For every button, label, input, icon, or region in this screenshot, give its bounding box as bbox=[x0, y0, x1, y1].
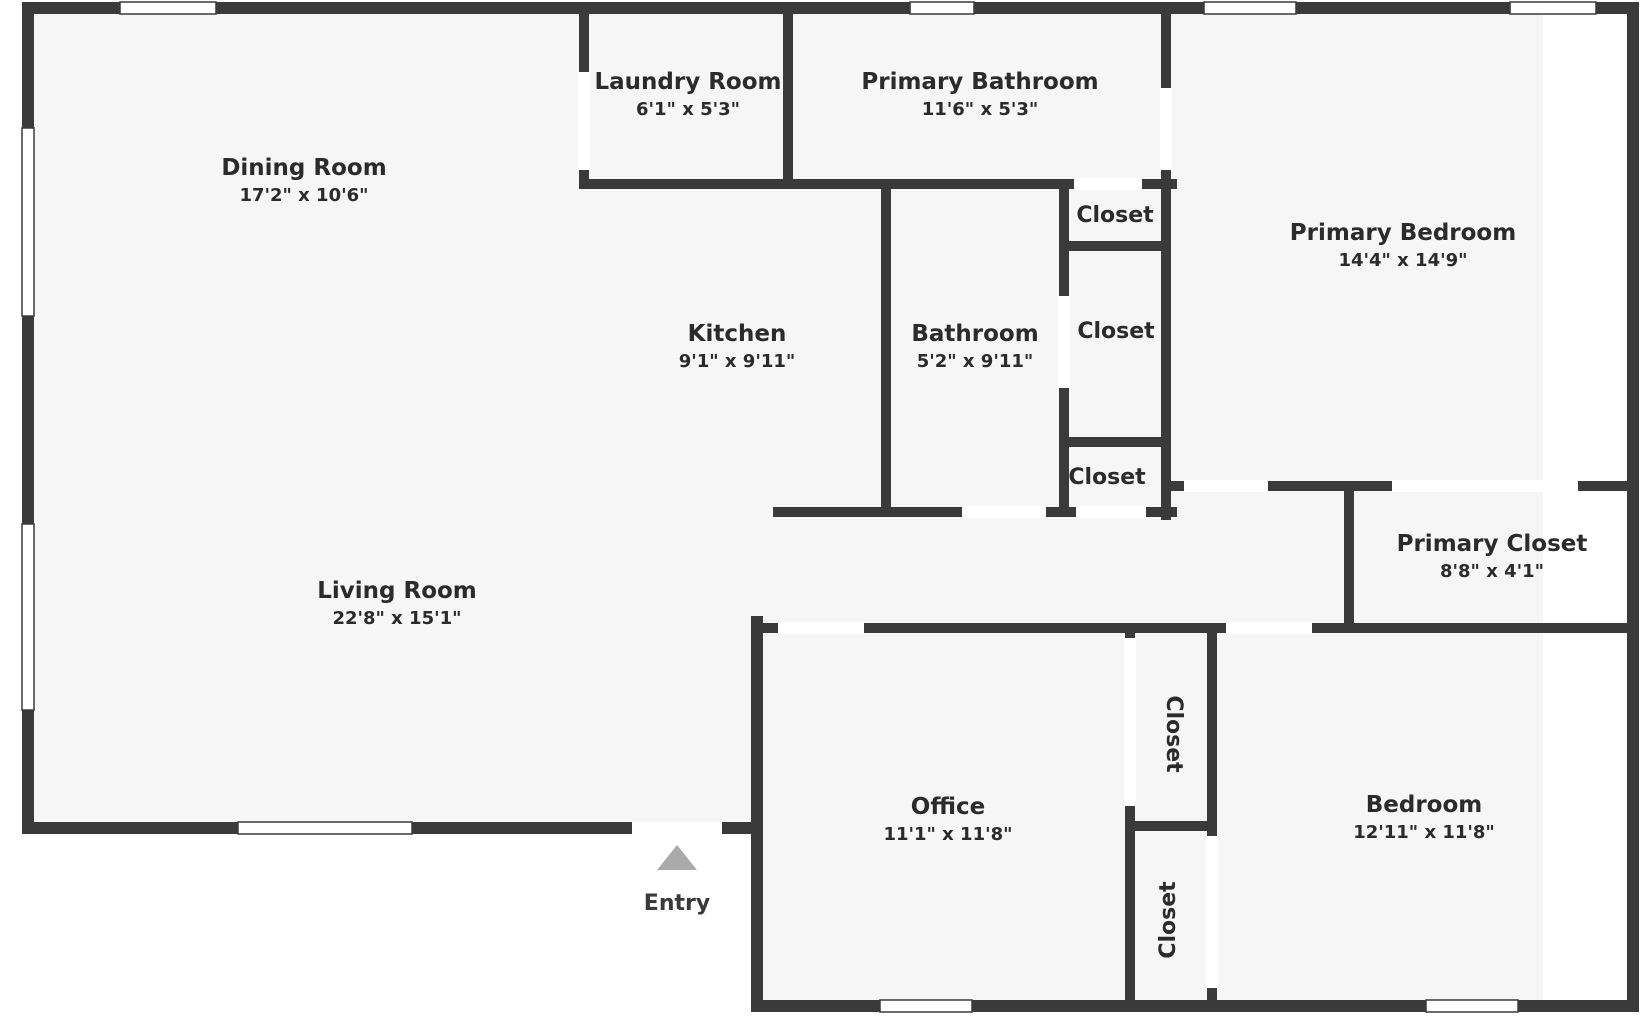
room-name-primary-closet: Primary Closet bbox=[1397, 531, 1588, 557]
window-bottom-office bbox=[879, 999, 973, 1013]
room-name-office: Office bbox=[911, 794, 985, 820]
door-closet-4 bbox=[1124, 638, 1136, 806]
door-office bbox=[778, 622, 864, 634]
door-bathroom bbox=[962, 506, 1046, 518]
closet-label-1: Closet bbox=[1076, 203, 1154, 228]
door-primary-bed bbox=[1184, 480, 1268, 492]
room-name-bathroom: Bathroom bbox=[911, 321, 1038, 347]
room-name-dining: Dining Room bbox=[221, 155, 386, 181]
room-name-laundry: Laundry Room bbox=[594, 69, 781, 95]
closet-label-5: Closet bbox=[1156, 881, 1181, 959]
door-closet-5 bbox=[1206, 836, 1218, 988]
door-primary-bath bbox=[1160, 88, 1172, 170]
room-labels: Dining Room 17'2" x 10'6" Laundry Room 6… bbox=[221, 69, 1587, 959]
closet-label-2: Closet bbox=[1077, 319, 1155, 344]
room-name-primary-bath: Primary Bathroom bbox=[861, 69, 1098, 95]
room-dim-bathroom: 5'2" x 9'11" bbox=[917, 351, 1034, 372]
room-dim-primary-bed: 14'4" x 14'9" bbox=[1338, 250, 1467, 271]
door-entry bbox=[632, 822, 722, 834]
room-dim-living: 22'8" x 15'1" bbox=[332, 608, 461, 629]
room-name-kitchen: Kitchen bbox=[688, 321, 787, 347]
door-bedroom bbox=[1226, 622, 1312, 634]
door-closet-3 bbox=[1076, 506, 1146, 518]
door-openings bbox=[578, 72, 1578, 988]
door-closet-1 bbox=[1074, 178, 1142, 190]
door-primary-closet bbox=[1392, 480, 1578, 492]
door-laundry bbox=[578, 72, 590, 170]
entry-label: Entry bbox=[644, 891, 710, 916]
window-bottom-living bbox=[237, 821, 413, 835]
room-dim-laundry: 6'1" x 5'3" bbox=[636, 99, 740, 120]
windows bbox=[21, 1, 1597, 1013]
closet-label-4: Closet bbox=[1161, 695, 1186, 773]
door-closet-2 bbox=[1058, 296, 1070, 388]
room-dim-primary-closet: 8'8" x 4'1" bbox=[1440, 561, 1544, 582]
window-left-living bbox=[21, 523, 35, 711]
room-dim-kitchen: 9'1" x 9'11" bbox=[679, 351, 796, 372]
closet-label-3: Closet bbox=[1068, 465, 1146, 490]
window-bottom-bedroom bbox=[1425, 999, 1519, 1013]
window-top-dining bbox=[119, 1, 217, 15]
room-dim-office: 11'1" x 11'8" bbox=[883, 824, 1012, 845]
room-name-living: Living Room bbox=[317, 578, 477, 604]
window-top-primary-bath bbox=[909, 1, 975, 15]
triangle-up-icon bbox=[657, 845, 697, 870]
room-dim-primary-bath: 11'6" x 5'3" bbox=[922, 99, 1039, 120]
room-name-bedroom: Bedroom bbox=[1366, 792, 1483, 818]
room-dim-dining: 17'2" x 10'6" bbox=[239, 185, 368, 206]
window-left-dining bbox=[21, 127, 35, 317]
window-top-primary-bed-1 bbox=[1203, 1, 1297, 15]
room-dim-bedroom: 12'11" x 11'8" bbox=[1353, 822, 1495, 843]
room-name-primary-bed: Primary Bedroom bbox=[1290, 220, 1516, 246]
window-top-primary-bed-2 bbox=[1509, 1, 1597, 15]
